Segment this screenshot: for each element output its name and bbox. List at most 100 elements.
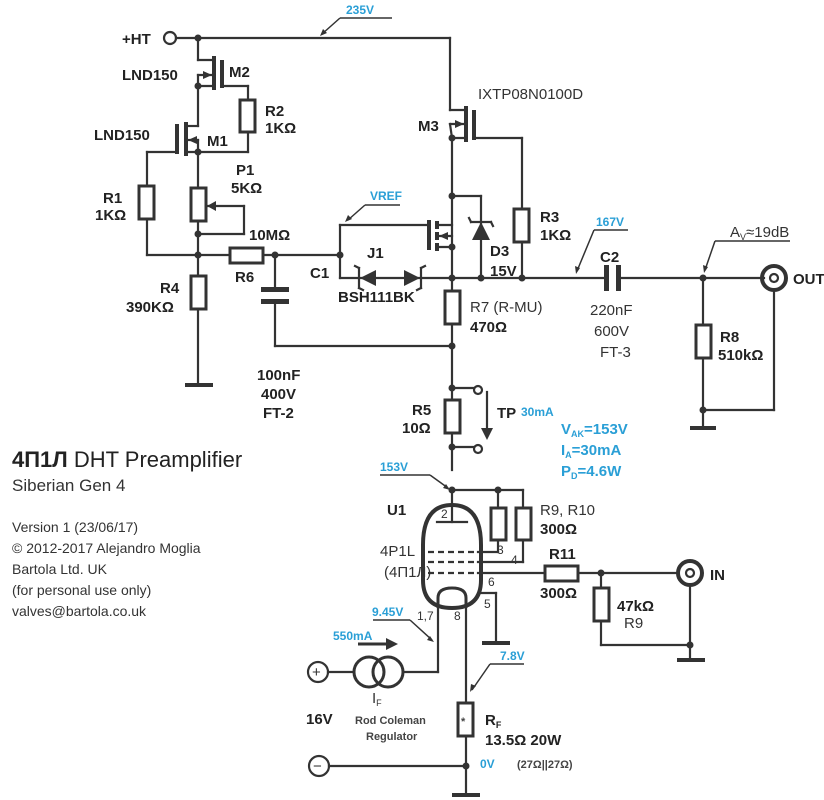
svg-text:Regulator: Regulator [366,731,418,743]
r3-resistor: R3 1KΩ [448,136,571,282]
arrow-down-icon [481,428,493,440]
svg-text:R1: R1 [103,190,122,207]
test-point[interactable]: TP 30mA [450,384,554,455]
svg-text:400V: 400V [261,386,296,403]
svg-text:10MΩ: 10MΩ [249,227,290,244]
svg-text:FT-2: FT-2 [263,405,294,422]
m2-mosfet: M2 LND150 [122,36,250,90]
j1-mosfet: J1 BSH111BK VREF [336,189,456,306]
gain-annotation: AV≈19dB [703,224,790,273]
svg-text:R3: R3 [540,209,559,226]
out-connector[interactable]: OUT [760,264,824,292]
svg-text:PD=4.6W: PD=4.6W [561,463,622,481]
svg-text:510kΩ: 510kΩ [718,347,763,364]
svg-text:Rod Coleman: Rod Coleman [355,715,426,727]
ht-label: +HT [122,31,151,48]
svg-text:IA=30mA: IA=30mA [561,442,621,460]
svg-text:9.45V: 9.45V [372,605,403,619]
svg-text:R11: R11 [549,546,576,563]
svg-text:C2: C2 [600,249,619,266]
anode-voltage-annotation: 153V [380,460,450,490]
svg-text:5: 5 [484,597,491,611]
svg-text:1KΩ: 1KΩ [265,120,296,137]
svg-text:0V: 0V [480,757,495,771]
svg-text:4: 4 [511,553,518,567]
svg-text:D3: D3 [490,243,509,260]
svg-text:(4П1Л): (4П1Л) [384,564,431,581]
r2-resistor: R2 1KΩ [238,84,296,154]
svg-text:R8: R8 [720,329,739,346]
svg-text:470Ω: 470Ω [470,319,507,336]
svg-text:M2: M2 [229,64,250,81]
svg-text:VAK=153V: VAK=153V [561,421,628,439]
svg-text:220nF: 220nF [590,302,633,319]
svg-text:4P1L: 4P1L [380,543,415,560]
page-title: 4П1Л DHT Preamplifier [12,447,242,472]
svg-text:10Ω: 10Ω [402,420,431,437]
svg-text:Bartola Ltd. UK: Bartola Ltd. UK [12,561,108,577]
svg-text:300Ω: 300Ω [540,585,577,602]
svg-text:−: − [313,758,322,775]
svg-text:47kΩ: 47kΩ [617,598,654,615]
title-block: 4П1Л DHT Preamplifier Siberian Gen 4 Ver… [12,447,242,619]
svg-text:550mA: 550mA [333,629,373,643]
in-connector[interactable]: IN [676,559,725,587]
ht-voltage: 235V [346,3,374,17]
r9-resistor: 47kΩ R9 [592,571,705,662]
svg-text:AV≈19dB: AV≈19dB [730,224,789,242]
svg-text:P1: P1 [236,162,254,179]
r5-resistor: R5 10Ω [402,384,462,451]
svg-text:TP: TP [497,405,516,422]
svg-text:IN: IN [710,567,725,584]
current-source-icon [352,655,386,689]
page-subtitle: Siberian Gen 4 [12,476,125,495]
svg-text:7.8V: 7.8V [500,649,525,663]
r4-resistor: R4 390KΩ [126,274,213,387]
svg-text:2: 2 [441,507,448,521]
svg-text:© 2012-2017 Alejandro Moglia: © 2012-2017 Alejandro Moglia [12,540,201,556]
svg-text:R4: R4 [160,280,180,297]
svg-text:U1: U1 [387,502,406,519]
svg-text:RF: RF [485,712,502,730]
m1-mosfet: M1 LND150 [94,84,250,156]
svg-text:(27Ω||27Ω): (27Ω||27Ω) [517,759,573,771]
svg-text:8: 8 [454,609,461,623]
u1-valve: U1 4P1L (4П1Л) 2 3 4 6 5 1,7 8 [380,486,547,705]
svg-text:Version 1 (23/06/17): Version 1 (23/06/17) [12,519,138,535]
svg-text:1KΩ: 1KΩ [95,207,126,224]
zener-pair [338,264,454,292]
svg-text:FT-3: FT-3 [600,344,631,361]
svg-text:153V: 153V [380,460,408,474]
svg-text:M1: M1 [207,133,228,150]
svg-text:30mA: 30mA [521,405,554,419]
svg-text:1KΩ: 1KΩ [540,227,571,244]
svg-text:R7 (R-MU): R7 (R-MU) [470,299,543,316]
svg-text:C1: C1 [310,265,329,282]
svg-text:600V: 600V [594,323,629,340]
svg-text:16V: 16V [306,711,333,728]
svg-text:1,7: 1,7 [417,609,434,623]
svg-text:R6: R6 [235,269,254,286]
svg-text:390KΩ: 390KΩ [126,299,174,316]
ht-terminal [162,30,178,46]
output-node-voltage: 167V [596,215,624,229]
svg-text:J1: J1 [367,245,384,262]
ht-rail: +HT 235V [122,3,452,112]
svg-text:100nF: 100nF [257,367,300,384]
svg-text:M3: M3 [418,118,439,135]
d3-zener: D3 15V [448,192,517,282]
svg-text:(for personal use only): (for personal use only) [12,582,151,598]
r11-resistor: R11 300Ω [540,546,679,602]
svg-text:6: 6 [488,575,495,589]
operating-point: VAK=153V IA=30mA PD=4.6W [561,421,628,481]
svg-text:OUT: OUT [793,271,824,288]
svg-text:R9: R9 [624,615,643,632]
svg-text:LND150: LND150 [94,127,150,144]
svg-text:R2: R2 [265,103,284,120]
r7-resistor: R7 (R-MU) 470Ω [443,289,543,336]
r8-resistor: R8 510kΩ [690,274,776,430]
svg-text:IXTP08N0100D: IXTP08N0100D [478,86,583,103]
svg-text:R5: R5 [412,402,431,419]
arrow-icon [203,71,212,79]
